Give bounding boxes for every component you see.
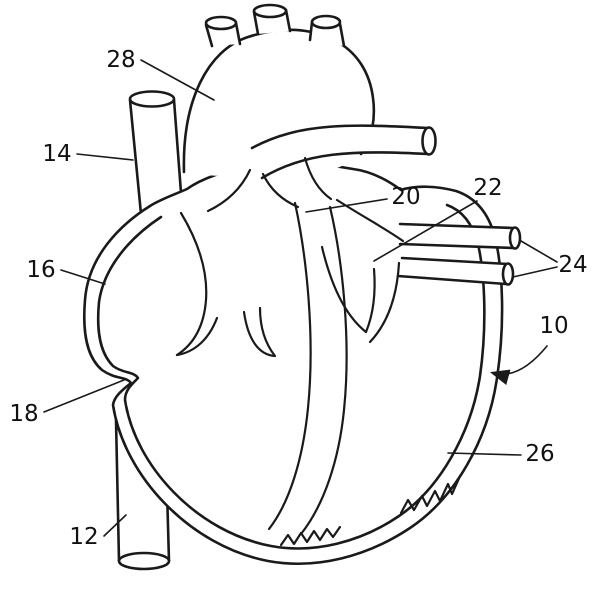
pv-upper-top [398, 222, 516, 230]
aortic-root-left [261, 172, 300, 209]
left-atrium-roof [335, 198, 405, 243]
branch-2-open-end [252, 3, 288, 19]
reference-numerals: 28 14 16 18 12 20 22 24 10 26 [9, 47, 587, 550]
leader-22 [373, 200, 478, 262]
svc-right-edge [172, 98, 184, 208]
leader-24a [520, 240, 558, 263]
ivc-left-edge [114, 418, 121, 563]
pa-body [252, 125, 428, 178]
heart-body [83, 162, 504, 565]
mitral-leaflet-1 [320, 245, 368, 334]
septum-left-line [267, 201, 312, 531]
pv-upper-bottom [398, 242, 516, 250]
svc-left-edge [128, 98, 143, 216]
branch-2-left [252, 10, 260, 36]
heart-inner-wall [96, 203, 486, 550]
interventricular-septum [267, 201, 348, 536]
branch-1-right [234, 21, 242, 46]
branch-3-left [308, 20, 314, 42]
branch-3-open-end [310, 14, 342, 30]
leader-12 [103, 514, 127, 537]
branch-2-right [284, 8, 292, 33]
ref-14-superior-vena-cava-label: 14 [42, 141, 71, 167]
arch-branch-vessels [204, 3, 346, 48]
tricuspid-leaflet-3 [242, 306, 277, 358]
branch-3-right [338, 22, 346, 48]
leader-arrow-10 [489, 345, 548, 385]
ref-18-wall-fold-label: 18 [9, 401, 38, 427]
superior-vena-cava [128, 90, 184, 216]
serration-bottom [279, 525, 342, 547]
pulmonary-artery [250, 124, 437, 180]
pv-lower-top [400, 256, 510, 266]
leader-14 [76, 153, 134, 161]
ref-24-pulmonary-veins-label: 24 [558, 252, 587, 278]
right-atrium-roof [206, 168, 252, 213]
left-heart-valve [320, 198, 405, 344]
leader-20 [305, 198, 388, 213]
branch-1-left [204, 23, 214, 48]
serration-right-wall [399, 474, 462, 515]
svc-open-end [128, 90, 176, 108]
leader-18 [43, 379, 125, 413]
leader-16 [60, 269, 106, 285]
pa-bottom-edge [260, 151, 430, 180]
tricuspid-leaflet-2 [175, 316, 219, 357]
trabeculae-serrations [279, 474, 462, 547]
ref-10-heart-label: 10 [539, 313, 568, 339]
ivc-open-end [117, 551, 171, 571]
branch-1-open-end [204, 15, 238, 31]
pv-lower-open-end [501, 262, 515, 286]
mitral-leaflet-2 [364, 267, 376, 334]
pa-top-edge [250, 124, 430, 150]
aortic-root-right [303, 156, 333, 201]
pv-lower-bottom [396, 274, 508, 286]
leader-24b [512, 266, 558, 278]
septum-right-line [299, 205, 348, 536]
pa-open-end [421, 126, 437, 156]
ref-20-septum-top-label: 20 [391, 184, 420, 210]
pv-upper-open-end [508, 226, 522, 250]
svc-tube-body [130, 100, 182, 214]
ref-28-aortic-arch-label: 28 [106, 47, 135, 73]
ref-12-inferior-vena-cava-label: 12 [69, 524, 98, 550]
leader-28 [140, 59, 215, 101]
leader-lines [43, 59, 558, 537]
right-heart-valve [175, 156, 333, 358]
tricuspid-leaflet-1 [175, 211, 208, 357]
ref-26-ventricle-wall-label: 26 [525, 441, 554, 467]
mitral-leaflet-3 [368, 261, 401, 344]
leader-26 [447, 452, 522, 456]
ref-16-atrium-wall-label: 16 [26, 257, 55, 283]
ref-22-left-atrium-label: 22 [473, 175, 502, 201]
